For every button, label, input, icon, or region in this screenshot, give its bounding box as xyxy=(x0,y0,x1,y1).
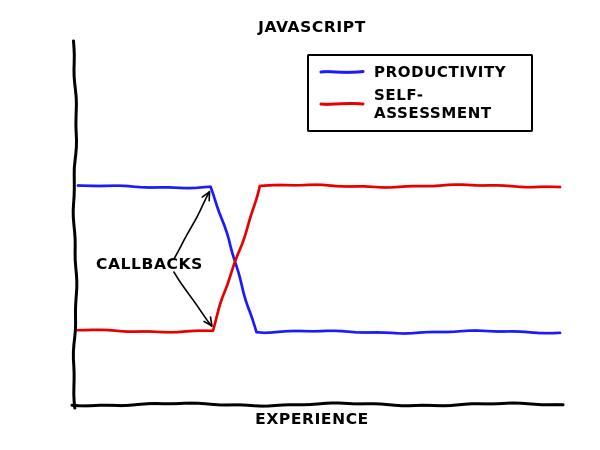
callbacks-arrow-2-head xyxy=(203,316,213,327)
self-assessment-line-swatch xyxy=(319,101,365,106)
callbacks-arrow-1-head xyxy=(201,190,211,202)
annotation-callbacks: CALLBACKS xyxy=(96,255,203,273)
self-assessment-line xyxy=(76,183,562,334)
x-axis xyxy=(70,401,565,408)
legend-label-productivity: PRODUCTIVITY xyxy=(374,63,507,81)
callbacks-arrow-1 xyxy=(173,190,211,259)
chart-title: JAVASCRIPT xyxy=(258,18,366,36)
legend-item-productivity: PRODUCTIVITY xyxy=(319,63,519,81)
y-axis xyxy=(71,39,79,410)
legend-label-self-assessment: SELF-ASSESSMENT xyxy=(374,86,492,122)
callbacks-arrow-2 xyxy=(173,271,213,327)
x-axis-label: EXPERIENCE xyxy=(255,410,369,428)
legend-item-self-assessment: SELF-ASSESSMENT xyxy=(319,86,519,122)
productivity-line-swatch xyxy=(319,70,365,74)
productivity-line xyxy=(76,184,562,335)
legend: PRODUCTIVITY SELF-ASSESSMENT xyxy=(307,54,533,132)
